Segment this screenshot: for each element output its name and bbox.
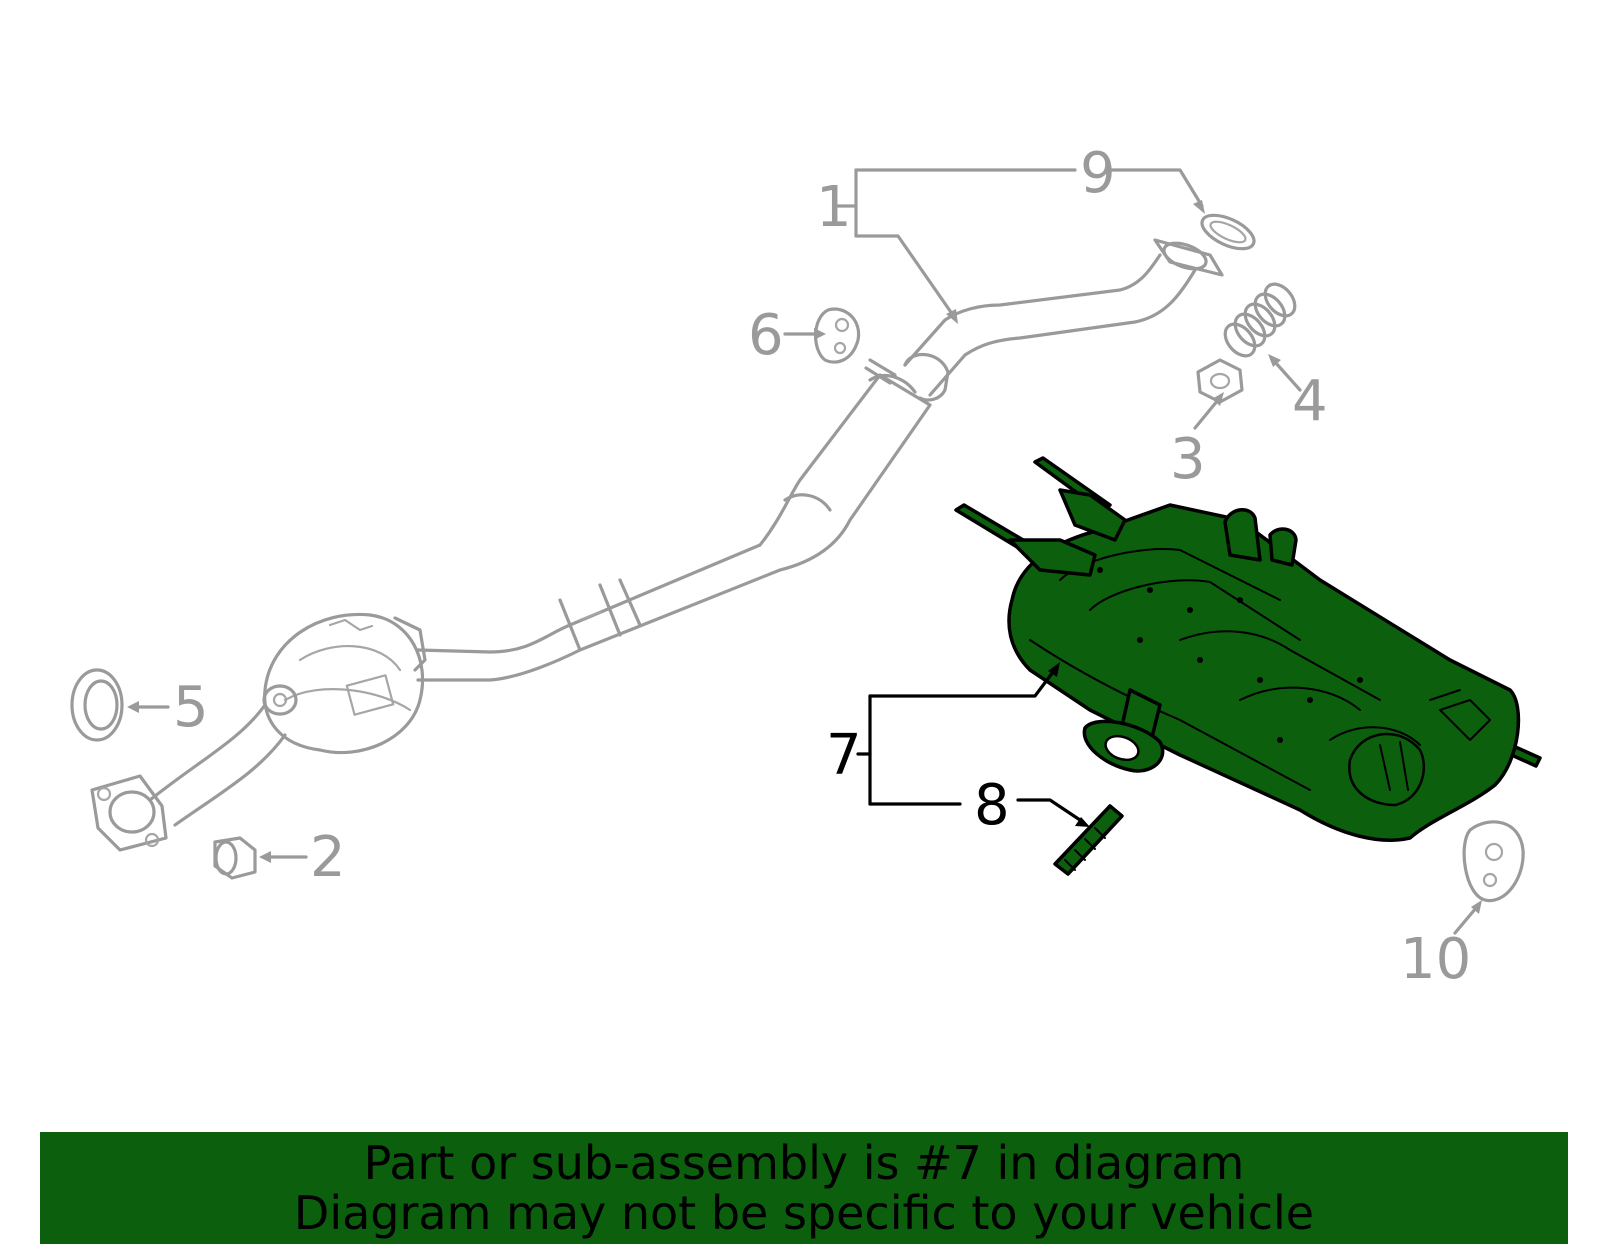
hanger-part-10: [1462, 820, 1525, 903]
callout-5: 5: [173, 675, 209, 740]
callout-10: 10: [1400, 927, 1471, 992]
leader-lines: [127, 168, 1482, 935]
callout-6: 6: [748, 303, 784, 368]
banner-line-2: Diagram may not be specific to your vehi…: [293, 1186, 1315, 1240]
gasket-part-5: [70, 668, 124, 742]
nut-part-2: [213, 836, 257, 880]
callout-4: 4: [1292, 369, 1328, 434]
callout-2: 2: [310, 825, 346, 890]
nut-part-3: [1196, 358, 1244, 404]
banner-line-1: Part or sub-assembly is #7 in diagram: [363, 1136, 1245, 1190]
stud-part-8: [1053, 804, 1124, 876]
callout-1: 1: [816, 175, 852, 240]
callout-8: 8: [974, 773, 1010, 838]
gasket-part-9: [1200, 213, 1256, 251]
info-banner: Part or sub-assembly is #7 in diagram Di…: [40, 1132, 1568, 1244]
spring-part-4: [1223, 282, 1297, 358]
front-exhaust-pipe: [90, 238, 1224, 852]
muffler-assembly-part-7: [954, 456, 1542, 842]
callout-7: 7: [826, 723, 862, 788]
callout-3: 3: [1170, 427, 1206, 492]
callout-9: 9: [1080, 141, 1116, 206]
